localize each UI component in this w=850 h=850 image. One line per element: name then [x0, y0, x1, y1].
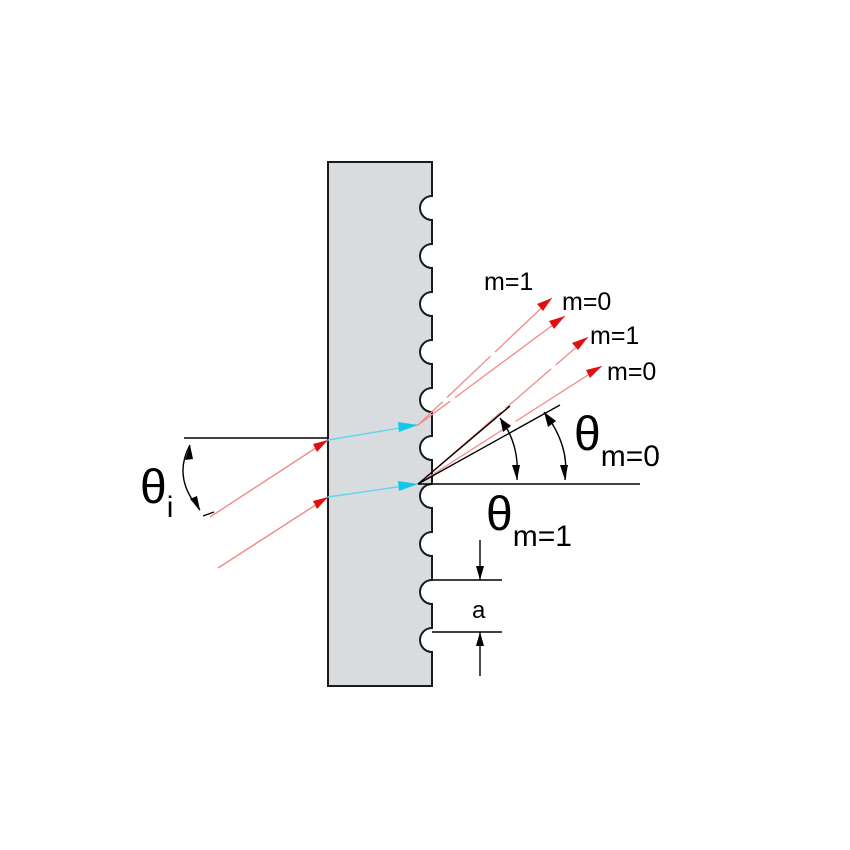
theta-m1-label: θm=1 [486, 488, 572, 553]
arrowhead-icon [586, 366, 602, 378]
arrowhead-icon [512, 465, 520, 480]
diffracted-ray-m0-lower [417, 365, 603, 485]
order-label-m0-top: m=0 [562, 288, 611, 316]
incident-ray-upper [209, 439, 329, 518]
arrowhead-icon [572, 337, 588, 350]
arrowhead-icon [549, 316, 565, 329]
arrowhead-icon [313, 440, 328, 452]
order-label-m0-bottom: m=0 [607, 358, 656, 386]
arrowhead-icon [560, 465, 568, 480]
arrowhead-icon [313, 497, 328, 509]
arrowhead-icon [185, 445, 193, 460]
arrowhead-icon [398, 422, 418, 432]
incident-ray-lower [217, 496, 329, 569]
grating-plate [327, 161, 433, 687]
diffracted-ray-m1-upper [417, 297, 553, 426]
period-label: a [472, 597, 486, 624]
theta-i-tick [202, 511, 215, 517]
angle-arcs [182, 411, 568, 517]
incident-rays [209, 439, 329, 569]
arrowhead-icon [476, 566, 484, 580]
theta-m0-label: θm=0 [574, 408, 660, 473]
arrowhead-icon [476, 632, 484, 646]
order-label-m1-bottom: m=1 [590, 322, 639, 350]
direction-m1-line [417, 405, 511, 485]
refracted-rays [327, 422, 419, 498]
arrowhead-icon [190, 496, 200, 510]
theta-i-label: θi [140, 461, 173, 524]
arrowhead-icon [544, 412, 556, 427]
arrowhead-icon [500, 418, 511, 432]
reference-lines [184, 404, 640, 485]
order-label-m1-top: m=1 [484, 268, 533, 296]
arrowhead-icon [537, 298, 552, 311]
arrowhead-icon [398, 481, 418, 491]
direction-m0-line [417, 404, 561, 485]
period-dimension [432, 540, 502, 676]
diffracted-ray-m0-upper [417, 315, 566, 426]
